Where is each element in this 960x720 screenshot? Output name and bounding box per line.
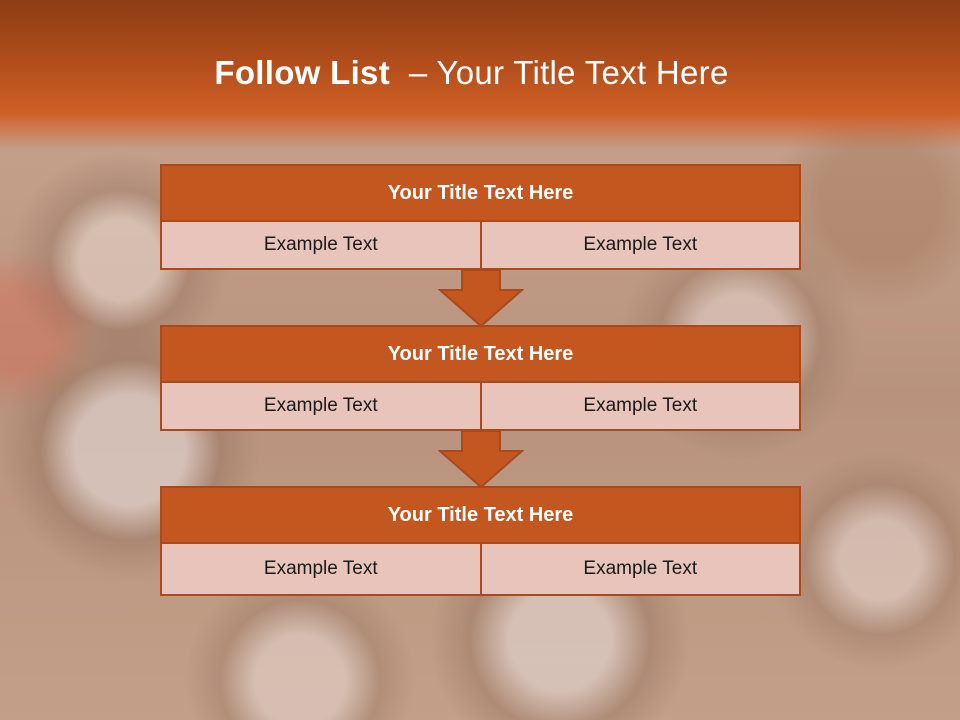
page-title-rest: – Your Title Text Here <box>390 54 729 91</box>
block-cell-left: Example Text <box>162 544 480 594</box>
title-band <box>0 0 960 150</box>
page-title-strong: Follow List <box>214 54 390 91</box>
block-title: Your Title Text Here <box>162 166 799 222</box>
page-title: Follow List – Your Title Text Here <box>0 54 943 92</box>
list-block-3: Your Title Text Here Example Text Exampl… <box>160 486 801 596</box>
block-title: Your Title Text Here <box>162 327 799 383</box>
block-cell-left: Example Text <box>162 383 480 429</box>
block-cell-right: Example Text <box>479 383 799 429</box>
block-row: Example Text Example Text <box>162 383 799 429</box>
block-cell-right: Example Text <box>479 222 799 268</box>
list-block-1: Your Title Text Here Example Text Exampl… <box>160 164 801 270</box>
block-title: Your Title Text Here <box>162 488 799 544</box>
block-cell-left: Example Text <box>162 222 480 268</box>
block-row: Example Text Example Text <box>162 544 799 594</box>
down-arrow-icon <box>438 431 524 489</box>
list-block-2: Your Title Text Here Example Text Exampl… <box>160 325 801 431</box>
block-cell-right: Example Text <box>479 544 799 594</box>
block-row: Example Text Example Text <box>162 222 799 268</box>
down-arrow-icon <box>438 270 524 328</box>
